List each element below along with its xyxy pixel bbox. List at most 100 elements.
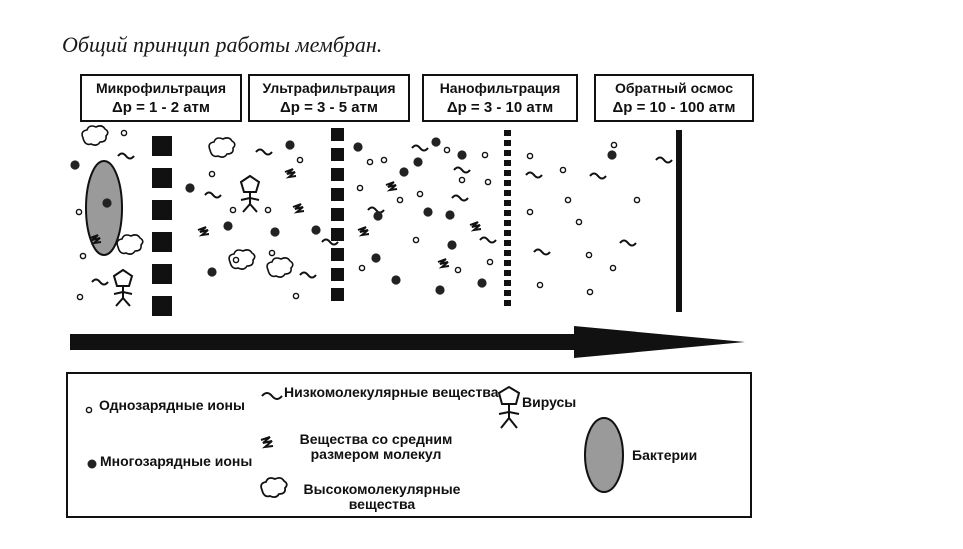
ultra-membrane-segment — [331, 268, 344, 281]
membrane-barriers — [152, 128, 682, 316]
multi-ion-particle — [207, 267, 217, 277]
nano-membrane-segment — [504, 140, 511, 146]
stage-pressure: Δp = 3 - 5 атм — [279, 99, 378, 116]
single-ion-particle — [586, 288, 594, 296]
bacteria-icon — [584, 417, 624, 493]
stage-ultrafiltration: Ультрафильтрация Δp = 3 - 5 атм — [248, 74, 410, 122]
low-mol-particle — [453, 166, 471, 174]
single-ion-particle — [208, 170, 216, 178]
stage-reverse-osmosis: Обратный осмос Δp = 10 - 100 атм — [594, 74, 754, 122]
single-ion-particle — [264, 206, 272, 214]
mid-mol-icon — [260, 436, 274, 449]
low-mol-particle — [479, 236, 497, 244]
ultra-membrane-segment — [331, 188, 344, 201]
single-ion-particle — [454, 266, 462, 274]
multi-ion-particle — [447, 240, 457, 250]
multi-ion-particle — [431, 137, 441, 147]
legend-low-mol: Низкомолекулярные вещества — [284, 384, 499, 400]
nano-membrane-segment — [504, 190, 511, 196]
legend-viruses: Вирусы — [522, 394, 577, 410]
micro-membrane-segment — [152, 200, 172, 220]
low-mol-particle — [655, 156, 673, 164]
low-mol-particle — [533, 248, 551, 256]
legend — [66, 372, 752, 518]
multi-ion-particle — [285, 140, 295, 150]
nano-membrane-segment — [504, 200, 511, 206]
low-mol-icon — [261, 392, 283, 400]
nano-membrane-segment — [504, 210, 511, 216]
low-mol-particle — [619, 239, 637, 247]
multi-ion-particle — [185, 183, 195, 193]
ultra-membrane-segment — [331, 228, 344, 241]
multi-ion-particle — [353, 142, 363, 152]
mid-mol-particle — [284, 168, 297, 179]
ultra-membrane-segment — [331, 168, 344, 181]
diagram-title: Общий принцип работы мембран. — [62, 32, 383, 57]
single-ion-particle — [232, 256, 240, 264]
multi-ion-particle — [270, 227, 280, 237]
multi-ion-particle — [102, 198, 112, 208]
ro-membrane-line — [676, 130, 682, 312]
low-mol-particle — [204, 191, 222, 199]
multi-ion-particle — [413, 157, 423, 167]
multi-ion-particle — [70, 160, 80, 170]
nano-membrane-segment — [504, 220, 511, 226]
nano-membrane-segment — [504, 160, 511, 166]
multi-ion-particle — [423, 207, 433, 217]
single-ion-particle — [296, 156, 304, 164]
micro-membrane-segment — [152, 168, 172, 188]
single-ion-particle — [396, 196, 404, 204]
low-mol-particle — [411, 144, 429, 152]
micro-membrane-segment — [152, 264, 172, 284]
mid-mol-particle — [357, 226, 370, 237]
single-ion-particle — [366, 158, 374, 166]
nano-membrane-segment — [504, 270, 511, 276]
nano-membrane-segment — [504, 150, 511, 156]
single-ion-particle — [564, 196, 572, 204]
single-ion-particle — [75, 208, 83, 216]
virus-particle — [112, 268, 134, 307]
mid-mol-particle — [197, 226, 210, 237]
stage-microfiltration: Микрофильтрация Δp = 1 - 2 атм — [80, 74, 242, 122]
bacteria-particle — [85, 160, 123, 256]
ultra-membrane-segment — [331, 248, 344, 261]
high-mol-particle — [266, 257, 294, 278]
single-ion-particle — [526, 208, 534, 216]
particle-field — [70, 125, 673, 307]
high-mol-particle — [116, 234, 144, 255]
multi-ion-particle — [373, 211, 383, 221]
single-ion-particle — [486, 258, 494, 266]
nano-membrane-segment — [504, 290, 511, 296]
nano-membrane-segment — [504, 280, 511, 286]
single-ion-particle — [412, 236, 420, 244]
mid-mol-particle — [469, 221, 482, 232]
multi-ion-particle — [457, 150, 467, 160]
stage-name: Нанофильтрация — [439, 80, 561, 96]
high-mol-icon — [260, 476, 288, 499]
mid-mol-particle — [89, 234, 102, 245]
stage-name: Обратный осмос — [614, 80, 734, 96]
legend-high-mol: Высокомолекулярные вещества — [303, 481, 461, 512]
multi-ion-particle — [371, 253, 381, 263]
single-ion-icon — [85, 406, 93, 414]
single-ion-particle — [559, 166, 567, 174]
single-ion-particle — [443, 146, 451, 154]
nano-membrane-segment — [504, 170, 511, 176]
multi-ion-particle — [399, 167, 409, 177]
single-ion-particle — [268, 249, 276, 257]
multi-ion-particle — [223, 221, 233, 231]
high-mol-particle — [208, 137, 236, 158]
stage-name: Ультрафильтрация — [262, 80, 396, 96]
multi-ion-icon — [87, 459, 97, 469]
nano-membrane-segment — [504, 250, 511, 256]
low-mol-particle — [255, 148, 273, 156]
single-ion-particle — [610, 141, 618, 149]
single-ion-particle — [76, 293, 84, 301]
ultra-membrane-segment — [331, 128, 344, 141]
ultra-membrane-segment — [331, 208, 344, 221]
legend-mid-mol: Вещества со средним размером молекул — [299, 431, 453, 462]
single-ion-particle — [356, 184, 364, 192]
multi-ion-particle — [311, 225, 321, 235]
ultra-membrane-segment — [331, 288, 344, 301]
